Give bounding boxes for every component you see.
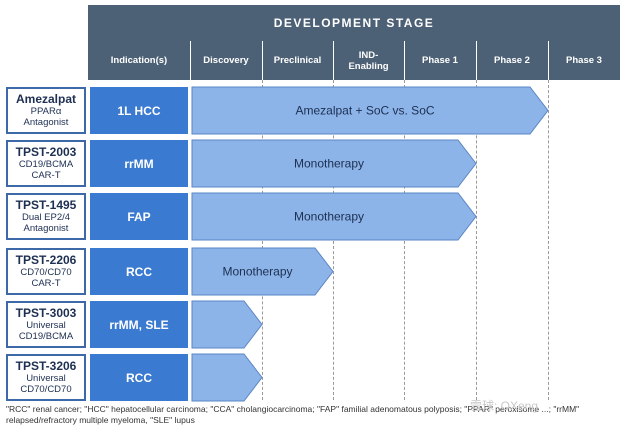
progress-arrow (191, 139, 477, 188)
drug-description: Universal (26, 320, 66, 331)
arrow-label: Monotherapy (294, 157, 364, 171)
drug-description: CAR-T (31, 170, 61, 181)
progress-arrow (191, 247, 334, 296)
column-header-phase-1: Phase 1 (422, 55, 458, 66)
drug-description: CD19/BCMA (18, 159, 74, 170)
drug-name: TPST-1495 (15, 198, 77, 212)
column-separator (548, 41, 549, 80)
column-header-phase-2: Phase 2 (494, 55, 530, 66)
drug-description: CD70/CD70 (20, 267, 72, 278)
progress-arrow (191, 192, 477, 241)
progress-arrow (191, 86, 549, 135)
column-header-preclinical: Preclinical (273, 55, 322, 66)
development-stage-header: DEVELOPMENT STAGE (88, 5, 620, 41)
stage-gridline (476, 80, 477, 400)
drug-description: CAR-T (31, 278, 61, 289)
drug-name: TPST-2206 (15, 253, 77, 267)
indication-box: FAP (90, 193, 188, 240)
watermark: 雪球: OXeng (470, 399, 539, 413)
drug-description: PPARα (30, 106, 62, 117)
drug-description: CD19/BCMA (18, 331, 74, 342)
indication-box: RCC (90, 354, 188, 401)
column-separator (262, 41, 263, 80)
indication-box: RCC (90, 248, 188, 295)
drug-description: Universal (26, 373, 66, 384)
arrow-label: Monotherapy (294, 210, 364, 224)
progress-arrow (191, 353, 263, 402)
drug-description: CD70/CD70 (20, 384, 72, 395)
drug-name: TPST-3003 (15, 306, 77, 320)
footnote: "RCC" renal cancer; "HCC" hepatocellular… (6, 404, 580, 425)
stage-gridline (548, 80, 549, 400)
arrow-label: Amezalpat + SoC vs. SoC (295, 104, 434, 118)
drug-description: Antagonist (23, 117, 69, 128)
progress-arrow (191, 300, 263, 349)
drug-name: TPST-3206 (15, 359, 77, 373)
column-separator (333, 41, 334, 80)
column-header-discovery: Discovery (203, 55, 249, 66)
column-separator (404, 41, 405, 80)
drug-name: TPST-2003 (15, 145, 77, 159)
drug-name: Amezalpat (15, 92, 77, 106)
indication-box: rrMM (90, 140, 188, 187)
drug-description: Antagonist (23, 223, 69, 234)
drug-description: Dual EP2/4 (21, 212, 71, 223)
column-header-row (88, 41, 620, 80)
indication-box: rrMM, SLE (90, 301, 188, 348)
column-header-indication-s: Indication(s) (110, 55, 168, 66)
column-header-ind-enabling: IND- Enabling (348, 49, 389, 72)
indication-box: 1L HCC (90, 87, 188, 134)
column-separator (190, 41, 191, 80)
column-separator (476, 41, 477, 80)
arrow-label: Monotherapy (222, 265, 292, 279)
column-header-phase-3: Phase 3 (566, 55, 602, 66)
